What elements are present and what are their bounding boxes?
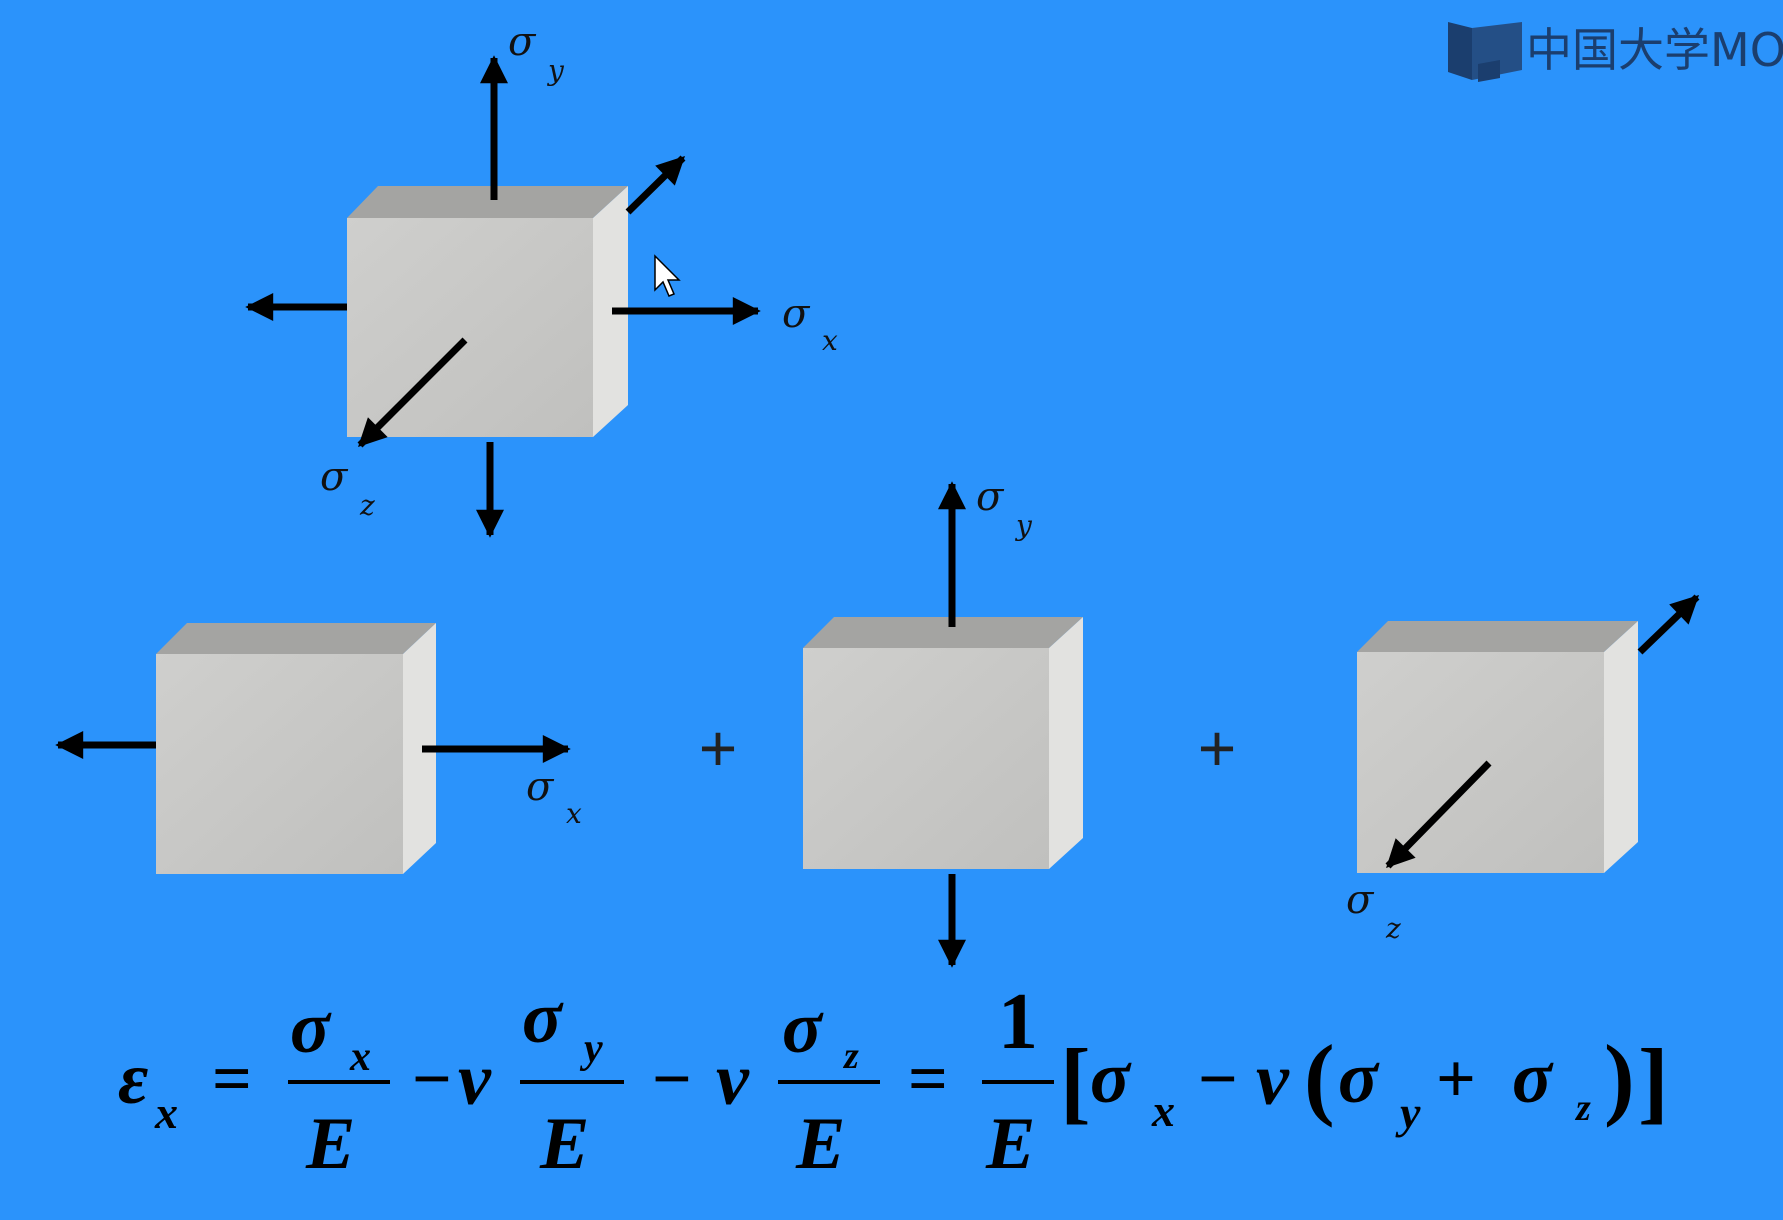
mooc-logo-icon [1448, 22, 1522, 82]
svg-text:E: E [795, 1103, 845, 1185]
logo-text: 中国大学MO [1526, 23, 1783, 77]
svg-text:σ: σ [1090, 1037, 1132, 1119]
arrow-sigma-z-back-4 [1637, 594, 1700, 655]
mouse-cursor-icon [654, 254, 681, 297]
svg-text:σ: σ [508, 19, 537, 65]
svg-text:x: x [154, 1087, 178, 1138]
cube-triaxial-arrows [245, 55, 761, 538]
svg-text:y: y [1395, 1087, 1421, 1138]
equation-equals-2: = [908, 1041, 948, 1118]
plus-sign-1: + [699, 711, 738, 785]
svg-text:]: ] [1638, 1030, 1669, 1132]
svg-text:+: + [1436, 1041, 1476, 1118]
cube-front-face [347, 218, 593, 437]
arrow-sigma-z-front-4 [1385, 760, 1492, 869]
mooc-logo: 中国大学MO [1448, 22, 1783, 82]
svg-text:z: z [359, 489, 375, 522]
svg-text:σ: σ [1346, 877, 1375, 923]
equation-minus-2: − [652, 1041, 692, 1118]
svg-text:z: z [1574, 1087, 1591, 1129]
svg-text:): ) [1604, 1026, 1635, 1128]
svg-text:y: y [1014, 509, 1033, 542]
svg-text:x: x [349, 1034, 371, 1080]
equation-minus-1: − [412, 1041, 452, 1118]
arrow-sigma-z-front [357, 337, 468, 448]
equation-nu-2: ν [716, 1039, 750, 1121]
svg-text:y: y [546, 54, 565, 87]
cube-uniaxial-y [803, 617, 1083, 869]
svg-text:σ: σ [1512, 1037, 1554, 1119]
svg-text:y: y [579, 1026, 603, 1072]
svg-text:σ: σ [290, 987, 332, 1069]
svg-text:−: − [1198, 1041, 1238, 1118]
plus-sign-2: + [1198, 711, 1237, 785]
svg-text:σ: σ [522, 977, 564, 1059]
equation-equals-1: = [212, 1041, 252, 1118]
svg-text:σ: σ [1338, 1037, 1380, 1119]
svg-text:x: x [1151, 1085, 1175, 1136]
svg-text:E: E [305, 1103, 355, 1185]
arrow-sigma-z-back [625, 155, 686, 215]
svg-text:x: x [822, 324, 838, 357]
svg-text:E: E [985, 1103, 1035, 1185]
svg-text:σ: σ [320, 454, 349, 500]
cube-top-face [347, 186, 628, 218]
svg-text:ν: ν [1256, 1039, 1290, 1121]
equation-epsilon: ε [118, 1038, 148, 1120]
svg-text:(: ( [1304, 1026, 1335, 1128]
svg-text:[: [ [1060, 1030, 1091, 1132]
label-sigma-y-3: σ y [976, 474, 1033, 542]
svg-text:σ: σ [782, 987, 824, 1069]
svg-text:σ: σ [782, 291, 811, 337]
label-sigma-x-1: σ x [782, 291, 838, 357]
svg-text:E: E [539, 1103, 589, 1185]
label-sigma-z-1: σ z [320, 454, 375, 522]
svg-text:z: z [1385, 912, 1401, 945]
strain-equation: ε x = σ x E − ν σ y E − ν σ z E = 1 E [ … [118, 977, 1669, 1185]
svg-text:z: z [842, 1035, 859, 1077]
cube-uniaxial-z [1357, 621, 1638, 873]
cube-side-face [593, 186, 628, 437]
cube-uniaxial-x [156, 623, 436, 874]
svg-text:x: x [566, 797, 582, 830]
label-sigma-z-4: σ z [1346, 877, 1401, 945]
label-sigma-y-1: σ y [508, 19, 565, 87]
svg-text:σ: σ [526, 764, 555, 810]
label-sigma-x-2: σ x [526, 764, 582, 830]
equation-nu-1: ν [458, 1039, 492, 1121]
svg-text:1: 1 [998, 978, 1038, 1066]
cube-triaxial [347, 186, 628, 437]
svg-text:σ: σ [976, 474, 1005, 520]
